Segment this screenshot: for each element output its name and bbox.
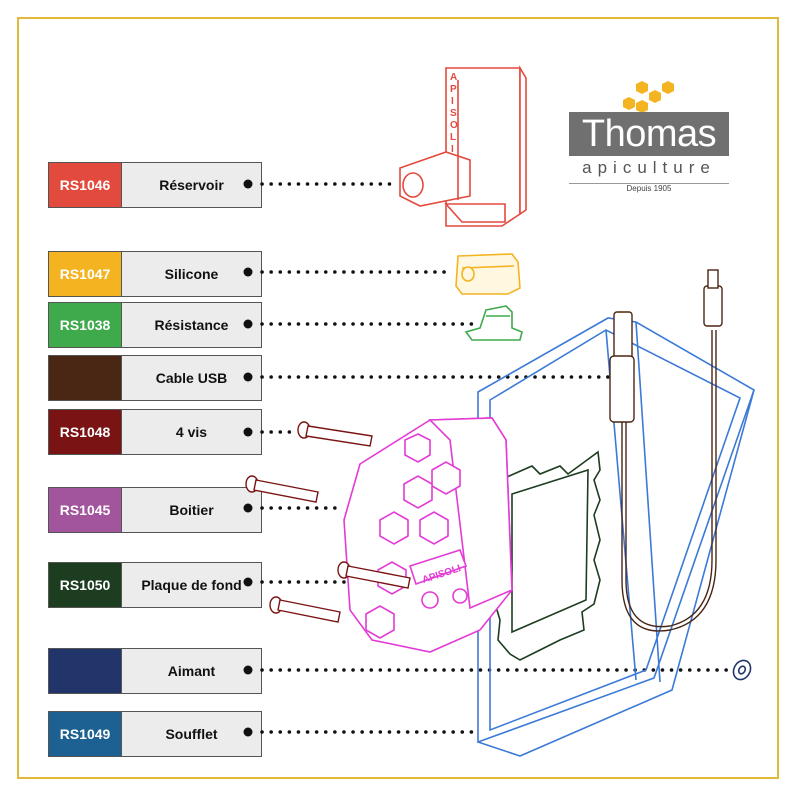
legend-row-plaque-de-fond: RS1050 Plaque de fond [48,562,262,608]
part-code: RS1049 [49,712,121,756]
legend-row-4-vis: RS1048 4 vis [48,409,262,455]
legend-row-reservoir: RS1046 Réservoir [48,162,262,208]
legend-row-aimant: Aimant [48,648,262,694]
silicone-part [455,253,521,295]
part-code: RS1050 [49,563,121,607]
since-text: Depuis 1905 [620,184,678,193]
part-name: Cable USB [121,356,261,400]
reservoir-part [399,65,527,227]
part-name: Soufflet [121,712,261,756]
legend-row-boitier: RS1045 Boitier [48,487,262,533]
part-name: Réservoir [121,163,261,207]
legend-row-cable-usb: Cable USB [48,355,262,401]
honeycomb-logo-icon [623,81,674,113]
brand-subtitle: apiculture [582,158,716,177]
part-code: RS1038 [49,303,121,347]
legend-row-soufflet: RS1049 Soufflet [48,711,262,757]
part-code: RS1046 [49,163,121,207]
frame-border [17,17,779,779]
part-code: RS1045 [49,488,121,532]
logo-divider [569,183,729,184]
legend-row-resistance: RS1038 Résistance [48,302,262,348]
aimant-part [732,659,752,681]
part-name: 4 vis [121,410,261,454]
part-code: RS1048 [49,410,121,454]
vis-screws-part [245,421,411,623]
legend-row-silicone: RS1047 Silicone [48,251,262,297]
brand-logo: Thomas [569,112,729,156]
logo-since: Depuis 1905 [569,178,729,196]
resistance-part [464,305,523,341]
part-code: RS1047 [49,252,121,296]
part-name: Plaque de fond [121,563,261,607]
part-code [49,356,121,400]
part-name: Boitier [121,488,261,532]
part-name: Silicone [121,252,261,296]
cable-usb-part [609,269,723,632]
plaque-de-fond-part [493,450,601,661]
part-name: Aimant [121,649,261,693]
part-code [49,649,121,693]
part-name: Résistance [121,303,261,347]
boitier-part [343,417,513,653]
